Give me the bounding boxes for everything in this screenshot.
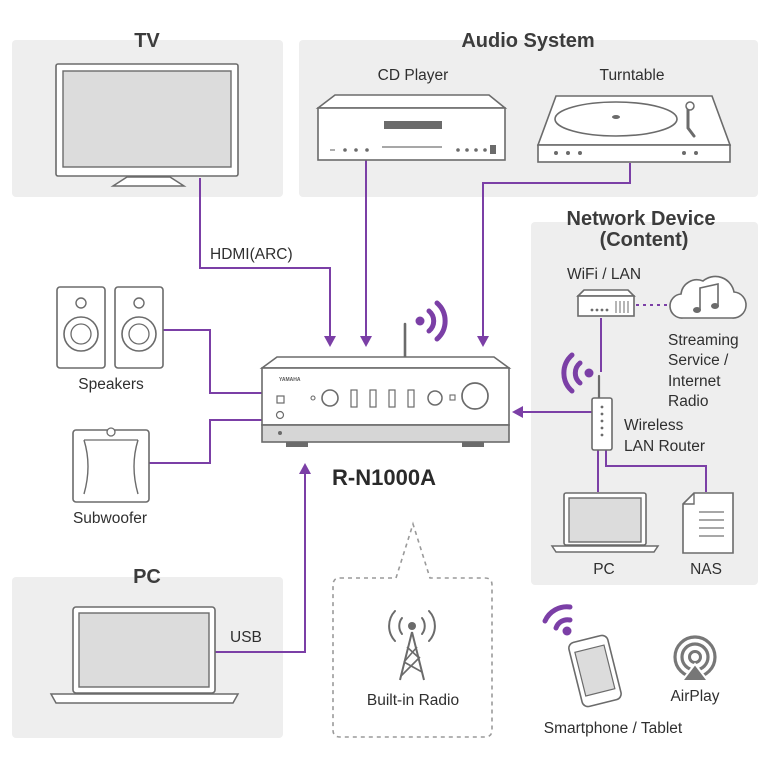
receiver-brand-text: YAMAHA [279,377,301,383]
subwoofer-label: Subwoofer [73,510,147,527]
wireless-router-icon [591,374,613,451]
network-pc-label: PC [593,561,615,578]
wifi-lan-label: WiFi / LAN [567,266,641,283]
hdmi-arc-label: HDMI(ARC) [210,246,293,263]
network-device-title-line1: Network Device [567,208,716,230]
streaming-label-line1: Streaming [668,332,739,349]
router-label-line1: Wireless [624,417,684,434]
receiver-model-label: R-N1000A [332,465,436,490]
connection-wires [148,160,707,653]
receiver-icon: YAMAHA [259,322,512,447]
pc-laptop-icon [49,606,240,704]
speakers-label: Speakers [78,376,144,393]
network-laptop-icon [550,492,660,553]
router-label-line2: LAN Router [624,438,705,455]
airplay-icon [673,635,717,682]
network-device-title-line2: (Content) [600,229,689,251]
cd-player-label: CD Player [378,67,449,84]
streaming-label-line3: Internet [668,373,721,390]
smartphone-icon [568,634,622,708]
router-wifi-icon [561,352,594,394]
turntable-label: Turntable [600,67,665,84]
audio-system-group-title: Audio System [461,30,594,52]
cd-player-icon [315,94,508,161]
subwoofer-icon [72,427,150,503]
radio-tower-icon [388,610,436,681]
receiver-wifi-icon [415,300,448,342]
cloud-music-icon [669,275,747,319]
pc-group-title: PC [133,566,161,588]
nas-label: NAS [690,561,722,578]
speakers-icon [56,286,164,369]
wifi-lan-modem-icon [576,289,636,317]
usb-label: USB [230,629,262,646]
streaming-label-line2: Service / [668,352,729,369]
airplay-label: AirPlay [670,688,719,705]
built-in-radio-label: Built-in Radio [367,692,459,709]
turntable-icon [536,95,732,163]
tv-icon [55,63,239,187]
tv-group-title: TV [134,30,160,52]
streaming-label-line4: Radio [668,393,709,410]
nas-icon [682,492,734,554]
smartphone-label: Smartphone / Tablet [544,720,683,737]
smartphone-wifi-icon [542,604,573,636]
